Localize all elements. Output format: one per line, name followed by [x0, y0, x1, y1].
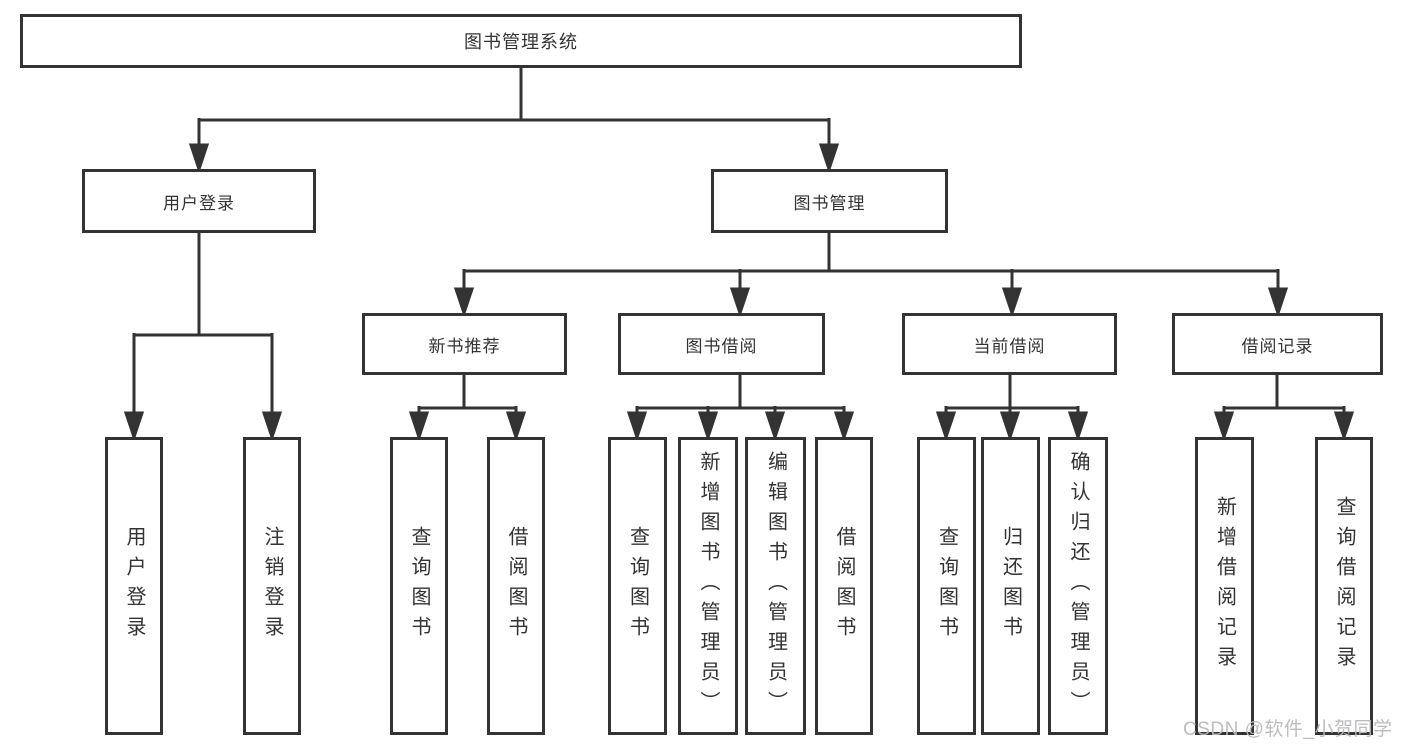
node-leaf-query-book-borrow: 查询图书	[608, 437, 667, 735]
node-leaf-edit-book-admin: 编辑图书（管理员）	[745, 437, 806, 735]
node-label: 查询图书	[408, 526, 430, 646]
node-leaf-add-book-admin: 新增图书（管理员）	[678, 437, 738, 735]
node-label: 图书借阅	[685, 336, 758, 356]
node-library-management-system: 图书管理系统	[20, 14, 1022, 68]
node-label: 查询图书	[626, 526, 649, 646]
node-new-book-recommend: 新书推荐	[362, 313, 567, 375]
connector-records-to-children	[1213, 375, 1355, 442]
node-user-login: 用户登录	[82, 169, 316, 233]
connector-borrow-to-children	[626, 375, 855, 442]
node-label: 新增图书（管理员）	[697, 451, 719, 721]
node-label: 注销登录	[261, 526, 283, 646]
node-label: 新增借阅记录	[1213, 496, 1236, 676]
node-label: 借阅图书	[833, 526, 855, 646]
connector-recommend-to-children	[408, 375, 527, 442]
node-leaf-borrow-book-borrow: 借阅图书	[815, 437, 873, 735]
node-leaf-return-book: 归还图书	[981, 437, 1040, 735]
node-label: 用户登录	[163, 193, 235, 213]
node-label: 新书推荐	[428, 336, 501, 356]
connector-userlogin-to-children	[123, 233, 283, 442]
node-borrow-records: 借阅记录	[1172, 313, 1383, 375]
node-label: 图书管理系统	[464, 32, 578, 52]
node-label: 编辑图书（管理员）	[764, 451, 787, 721]
connector-bookmgmt-to-level3	[453, 233, 1289, 318]
node-leaf-user-login: 用户登录	[105, 437, 163, 735]
node-book-borrow: 图书借阅	[618, 313, 825, 375]
node-label: 确认归还（管理员）	[1067, 451, 1089, 721]
node-current-borrow: 当前借阅	[902, 313, 1117, 375]
node-leaf-query-borrow-record: 查询借阅记录	[1315, 437, 1373, 735]
node-label: 当前借阅	[973, 336, 1046, 356]
node-leaf-query-book-recommend: 查询图书	[390, 437, 448, 735]
node-label: 借阅记录	[1241, 336, 1314, 356]
node-leaf-logout: 注销登录	[243, 437, 301, 735]
node-label: 归还图书	[999, 526, 1022, 646]
node-leaf-confirm-return-admin: 确认归还（管理员）	[1048, 437, 1108, 735]
node-label: 查询图书	[935, 526, 958, 646]
node-label: 借阅图书	[505, 526, 527, 646]
connector-current-to-children	[935, 375, 1089, 442]
node-leaf-add-borrow-record: 新增借阅记录	[1195, 437, 1254, 735]
node-label: 用户登录	[123, 526, 145, 646]
node-label: 查询借阅记录	[1333, 496, 1355, 676]
node-leaf-borrow-book-recommend: 借阅图书	[487, 437, 545, 735]
node-book-management: 图书管理	[711, 169, 948, 233]
node-leaf-query-book-current: 查询图书	[917, 437, 976, 735]
node-label: 图书管理	[793, 193, 866, 213]
connector-root-to-level2	[188, 68, 840, 174]
csdn-watermark: CSDN @软件_小贺同学	[1183, 719, 1393, 740]
